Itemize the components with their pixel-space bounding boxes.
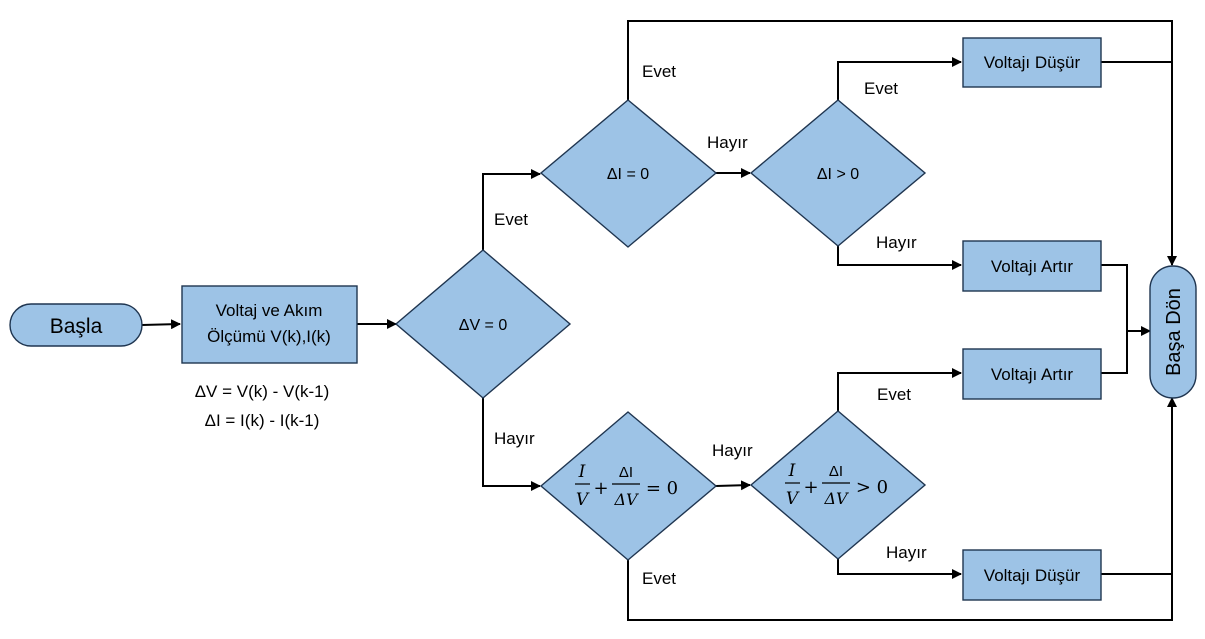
arrow-condpos-decrease	[837, 559, 962, 579]
line-increase-return	[1101, 331, 1128, 374]
cond-zero-plus: +	[593, 478, 608, 499]
decision-dv-zero	[394, 249, 572, 399]
label-hayir-di-zero: Hayır	[707, 133, 748, 152]
decision-di-zero-label: ΔI = 0	[607, 166, 649, 183]
cond-pos-num2: ΔI	[829, 463, 843, 480]
decision-cond-pos	[749, 410, 927, 560]
connectors	[141, 20, 1177, 621]
label-hayir-cond-pos: Hayır	[886, 543, 927, 562]
label-evet-di-pos: Evet	[864, 79, 898, 98]
cond-pos-den2: ΔV	[823, 489, 849, 508]
action-top-decrease-label: Voltajı Düşür	[984, 53, 1081, 72]
decision-cond-pos-formula: I V + ΔI ΔV > 0	[785, 461, 888, 509]
measure-line2: Ölçümü V(k),I(k)	[207, 327, 331, 346]
action-bottom-increase-label: Voltajı Artır	[991, 365, 1074, 384]
label-hayir-cond-zero: Hayır	[712, 441, 753, 460]
label-evet-bottom: Evet	[642, 569, 676, 588]
action-top-increase-label: Voltajı Artır	[991, 257, 1074, 276]
start-label: Başla	[50, 315, 103, 338]
action-top-decrease	[962, 37, 1102, 88]
cond-zero-den1: V	[576, 490, 590, 510]
formula-di: ΔI = I(k) - I(k-1)	[205, 411, 320, 430]
arrow-dv-di	[482, 169, 541, 250]
action-bottom-increase	[962, 348, 1102, 400]
label-hayir-dv: Hayır	[494, 429, 535, 448]
arrow-dipos-increase	[837, 246, 962, 270]
decision-cond-zero-formula: I V + ΔI ΔV = 0	[575, 462, 678, 510]
return-terminal	[1149, 265, 1197, 399]
arrow-dv-cond	[482, 398, 541, 491]
arrow-cond-return	[627, 397, 1177, 621]
action-bottom-decrease	[962, 549, 1102, 601]
label-evet-dv: Evet	[494, 210, 528, 229]
measure-process	[181, 285, 358, 364]
decision-di-zero	[539, 99, 718, 248]
cond-pos-num1: I	[788, 461, 796, 481]
cond-pos-plus: +	[803, 477, 818, 498]
return-label: Başa Dön	[1163, 288, 1185, 376]
measure-line1: Voltaj ve Akım	[216, 301, 323, 320]
cond-zero-num2: ΔI	[619, 464, 633, 481]
action-top-increase	[962, 240, 1102, 292]
cond-zero-num1: I	[578, 462, 586, 482]
action-bottom-decrease-label: Voltajı Düşür	[984, 566, 1081, 585]
label-hayir-di-pos: Hayır	[876, 233, 917, 252]
arrow-di-return	[627, 20, 1177, 266]
arrow-start-measure	[141, 319, 181, 330]
start-terminal	[9, 303, 143, 347]
arrow-dipos-decrease	[837, 57, 962, 100]
formula-dv: ΔV = V(k) - V(k-1)	[195, 382, 330, 401]
label-evet-cond-pos: Evet	[877, 385, 911, 404]
decision-di-pos-label: ΔI > 0	[817, 166, 859, 183]
cond-pos-rel: > 0	[856, 477, 888, 498]
cond-zero-rel: = 0	[646, 478, 678, 499]
cond-pos-den1: V	[786, 489, 800, 509]
cond-zero-den2: ΔV	[613, 490, 639, 509]
decision-cond-zero	[539, 411, 718, 561]
decision-dv-zero-label: ΔV = 0	[459, 317, 508, 334]
arrow-condpos-increase	[837, 368, 962, 411]
decision-di-pos	[749, 99, 927, 247]
arrow-cond-condpos	[715, 480, 751, 491]
label-evet-upper: Evet	[642, 62, 676, 81]
arrow-increase-return	[1101, 264, 1151, 336]
